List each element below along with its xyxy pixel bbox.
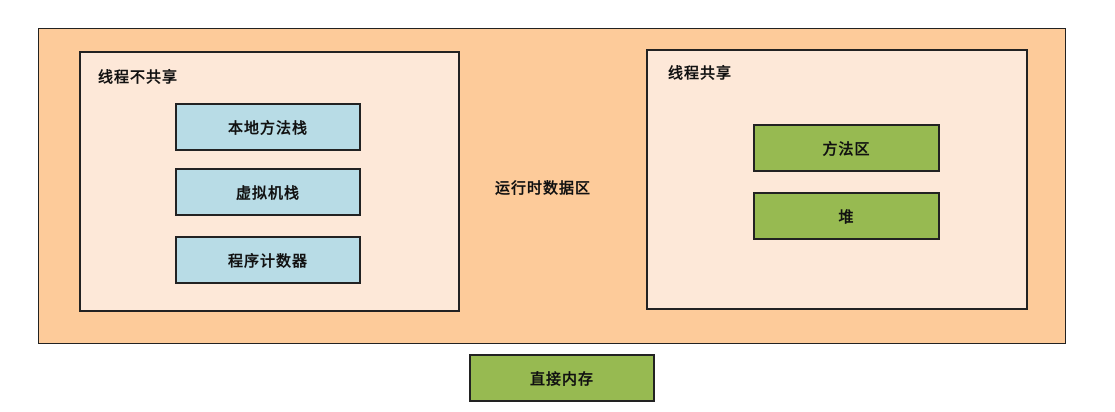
direct-memory: 直接内存 xyxy=(469,354,655,402)
program-counter: 程序计数器 xyxy=(175,236,361,284)
thread-private-group: 线程不共享 本地方法栈 虚拟机栈 程序计数器 xyxy=(79,51,460,312)
vm-stack: 虚拟机栈 xyxy=(175,168,361,216)
runtime-data-area-label: 运行时数据区 xyxy=(495,179,592,197)
method-area: 方法区 xyxy=(753,124,940,172)
thread-shared-title: 线程共享 xyxy=(668,64,733,82)
thread-shared-group: 线程共享 方法区 堆 xyxy=(646,49,1028,310)
runtime-data-area: 线程不共享 本地方法栈 虚拟机栈 程序计数器 运行时数据区 线程共享 方法区 堆 xyxy=(38,28,1066,344)
thread-private-title: 线程不共享 xyxy=(98,68,179,86)
native-method-stack: 本地方法栈 xyxy=(175,103,361,151)
heap: 堆 xyxy=(753,192,940,240)
